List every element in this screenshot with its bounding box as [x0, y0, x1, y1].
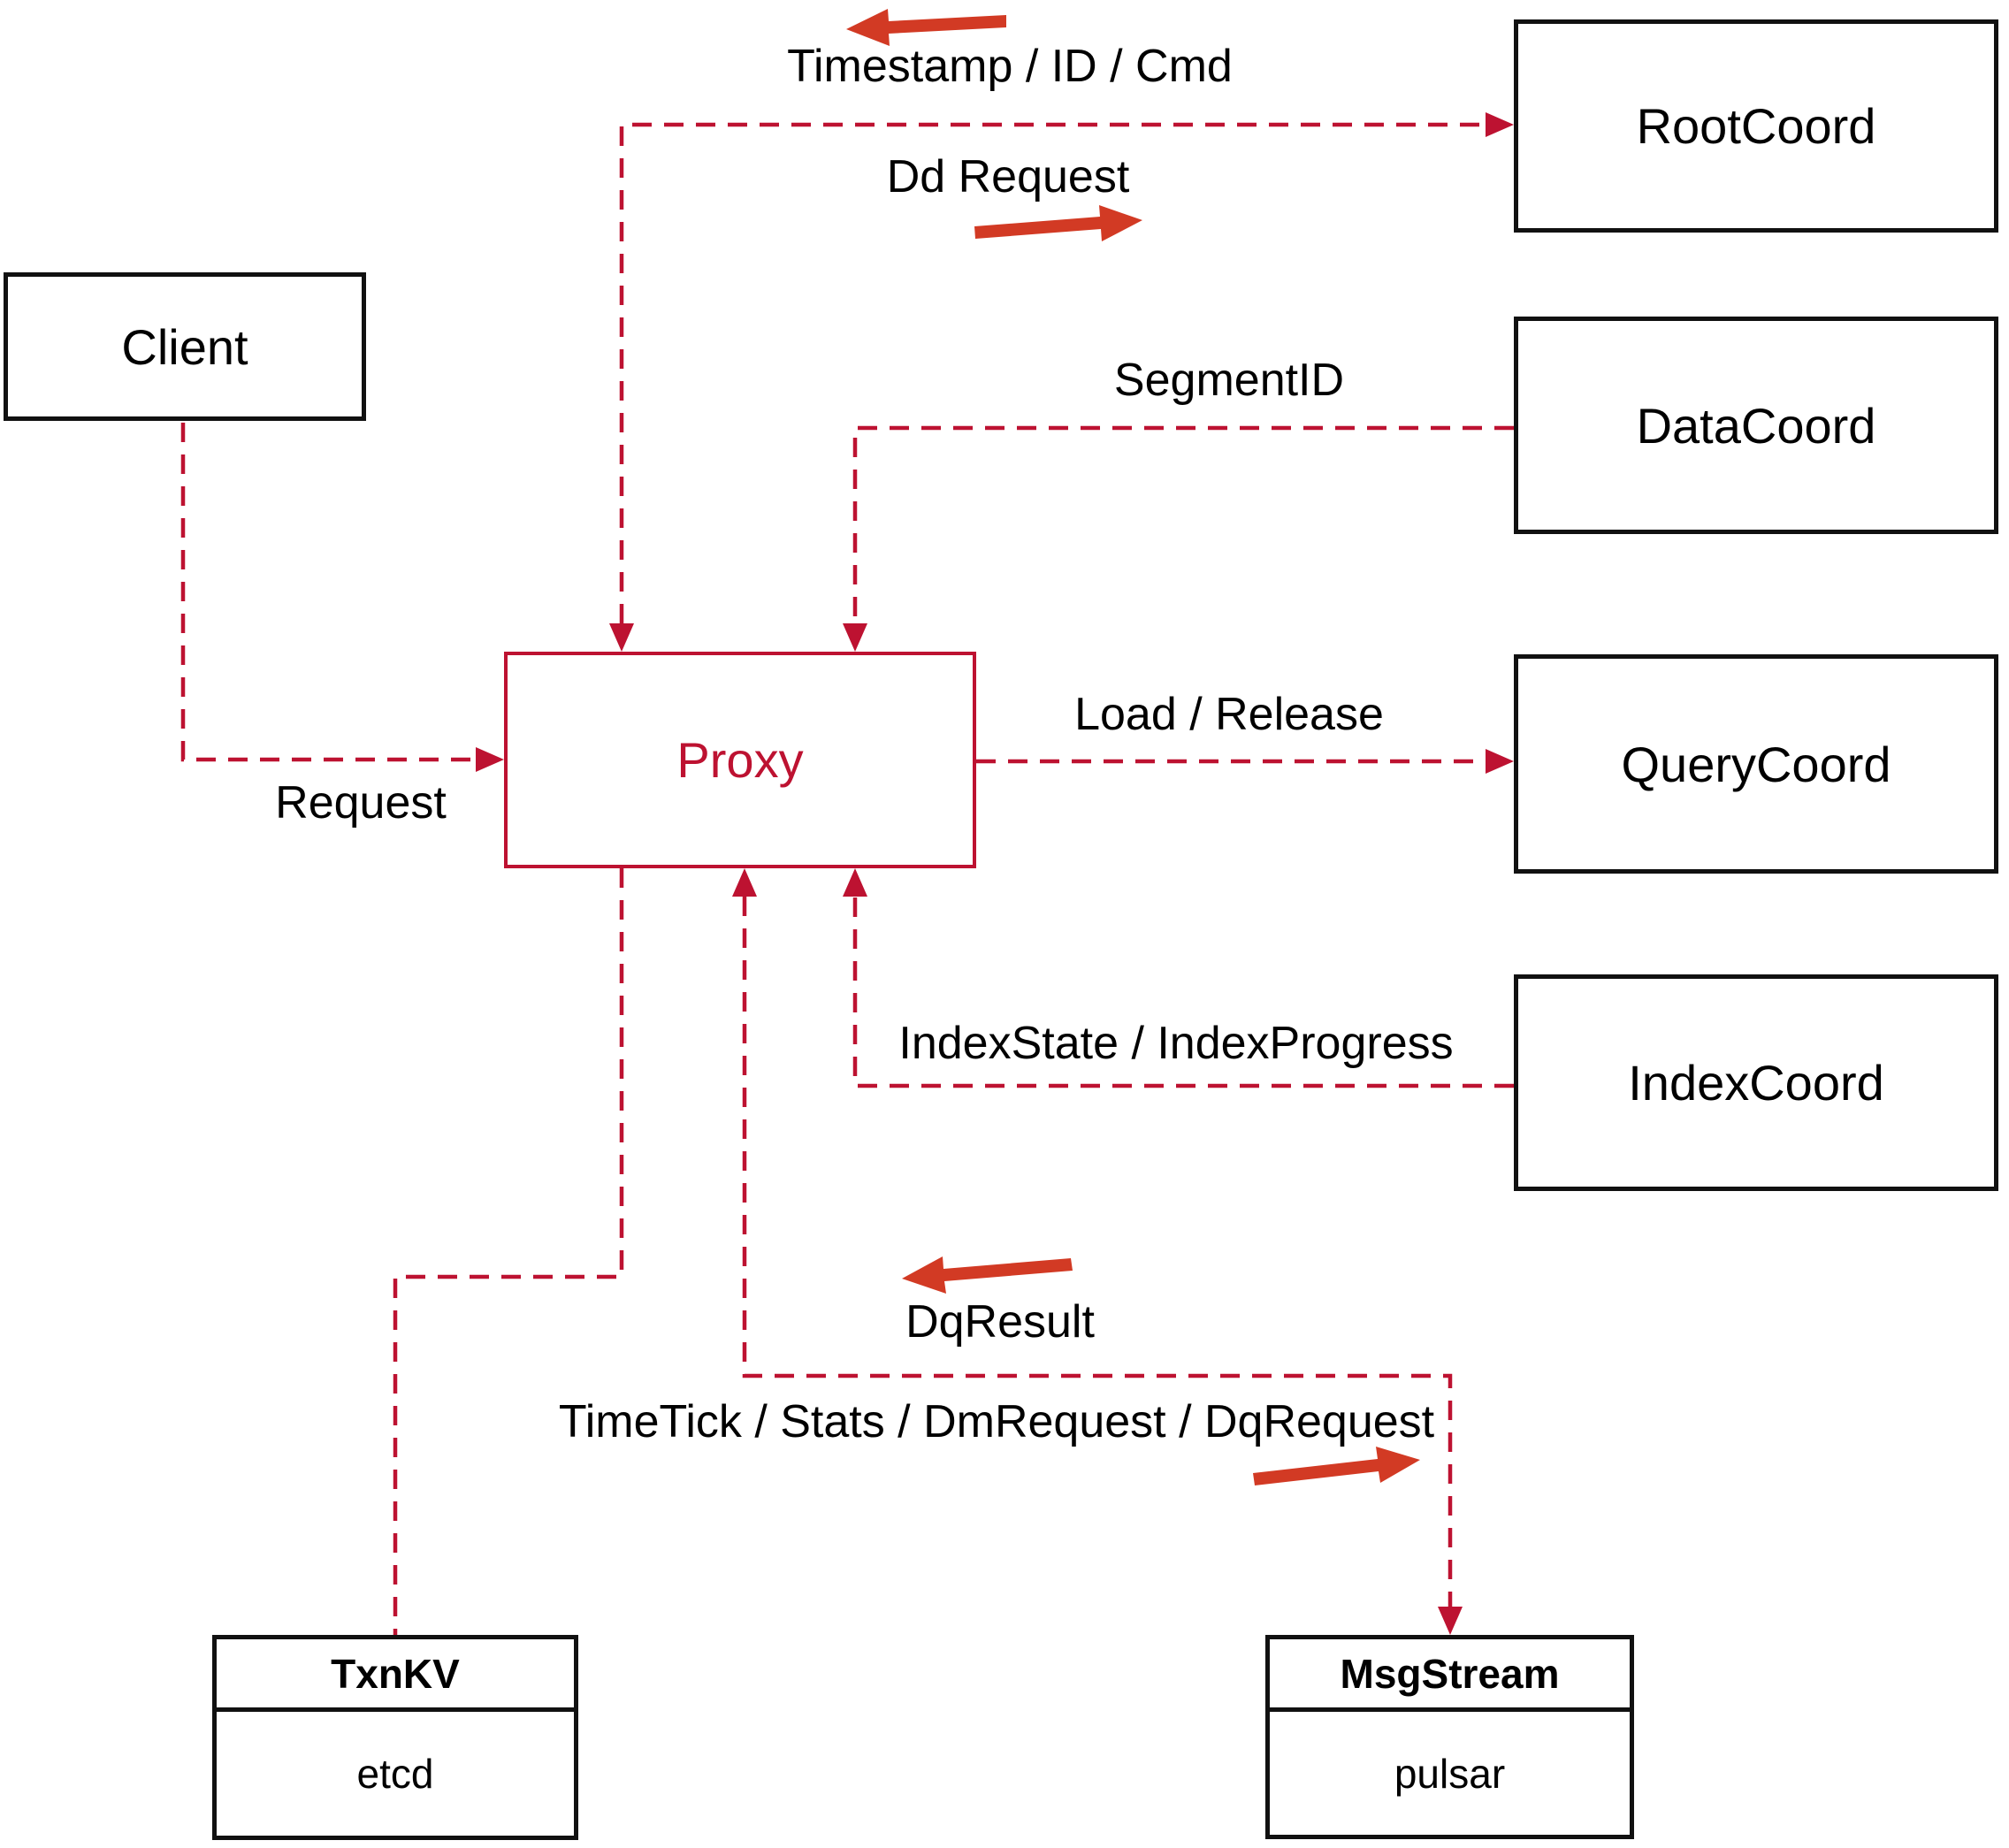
node-txnkv: TxnKV etcd: [212, 1635, 578, 1840]
node-txnkv-body: etcd: [356, 1751, 434, 1797]
edge-label-dd-request: Dd Request: [886, 151, 1130, 202]
edge-label-timestamp-id-cmd: Timestamp / ID / Cmd: [787, 41, 1233, 92]
edge-label-index-state: IndexState / IndexProgress: [898, 1018, 1454, 1069]
node-querycoord-label: QueryCoord: [1621, 736, 1891, 792]
node-proxy-label: Proxy: [676, 732, 804, 788]
node-rootcoord-label: RootCoord: [1636, 98, 1876, 154]
arrowhead-into-proxy-bottom-mid: [732, 868, 757, 897]
edge-proxy-msgstream: [742, 897, 1453, 1607]
edge-proxy-rootcoord: [619, 122, 1486, 623]
arrowhead-into-proxy-top-left: [609, 623, 634, 652]
left-arrow-icon: [846, 9, 1006, 46]
left-arrow-icon: [902, 1256, 1073, 1294]
edge-label-load-release: Load / Release: [1074, 689, 1384, 740]
edge-client-proxy: [180, 423, 476, 762]
node-indexcoord-label: IndexCoord: [1628, 1055, 1884, 1111]
arrowhead-into-rootcoord: [1486, 112, 1514, 137]
edge-label-dq-result: DqResult: [905, 1296, 1095, 1348]
node-msgstream-title: MsgStream: [1270, 1639, 1630, 1712]
edge-datacoord-proxy: [852, 425, 1514, 623]
node-indexcoord: IndexCoord: [1514, 974, 1998, 1191]
edge-label-time-tick: TimeTick / Stats / DmRequest / DqRequest: [558, 1396, 1435, 1447]
arrowhead-into-proxy-bottom-right: [843, 868, 867, 897]
arrowhead-into-msgstream: [1438, 1607, 1463, 1635]
node-datacoord: DataCoord: [1514, 317, 1998, 534]
right-arrow-icon: [1253, 1447, 1420, 1485]
node-msgstream-body: pulsar: [1394, 1750, 1506, 1797]
edge-label-segment-id: SegmentID: [1113, 355, 1345, 406]
node-proxy: Proxy: [504, 652, 976, 868]
arrowhead-into-querycoord: [1486, 749, 1514, 774]
node-msgstream: MsgStream pulsar: [1265, 1635, 1634, 1839]
right-arrow-icon: [974, 205, 1142, 241]
node-txnkv-title: TxnKV: [217, 1639, 574, 1712]
node-client-label: Client: [121, 318, 248, 375]
node-datacoord-label: DataCoord: [1636, 397, 1876, 454]
edge-proxy-txnkv: [393, 868, 624, 1635]
arrowhead-into-proxy-left: [476, 747, 504, 772]
node-client: Client: [4, 272, 366, 421]
node-querycoord: QueryCoord: [1514, 654, 1998, 874]
edge-label-request: Request: [275, 777, 447, 829]
arrowhead-into-proxy-top-right: [843, 623, 867, 652]
node-rootcoord: RootCoord: [1514, 19, 1998, 233]
